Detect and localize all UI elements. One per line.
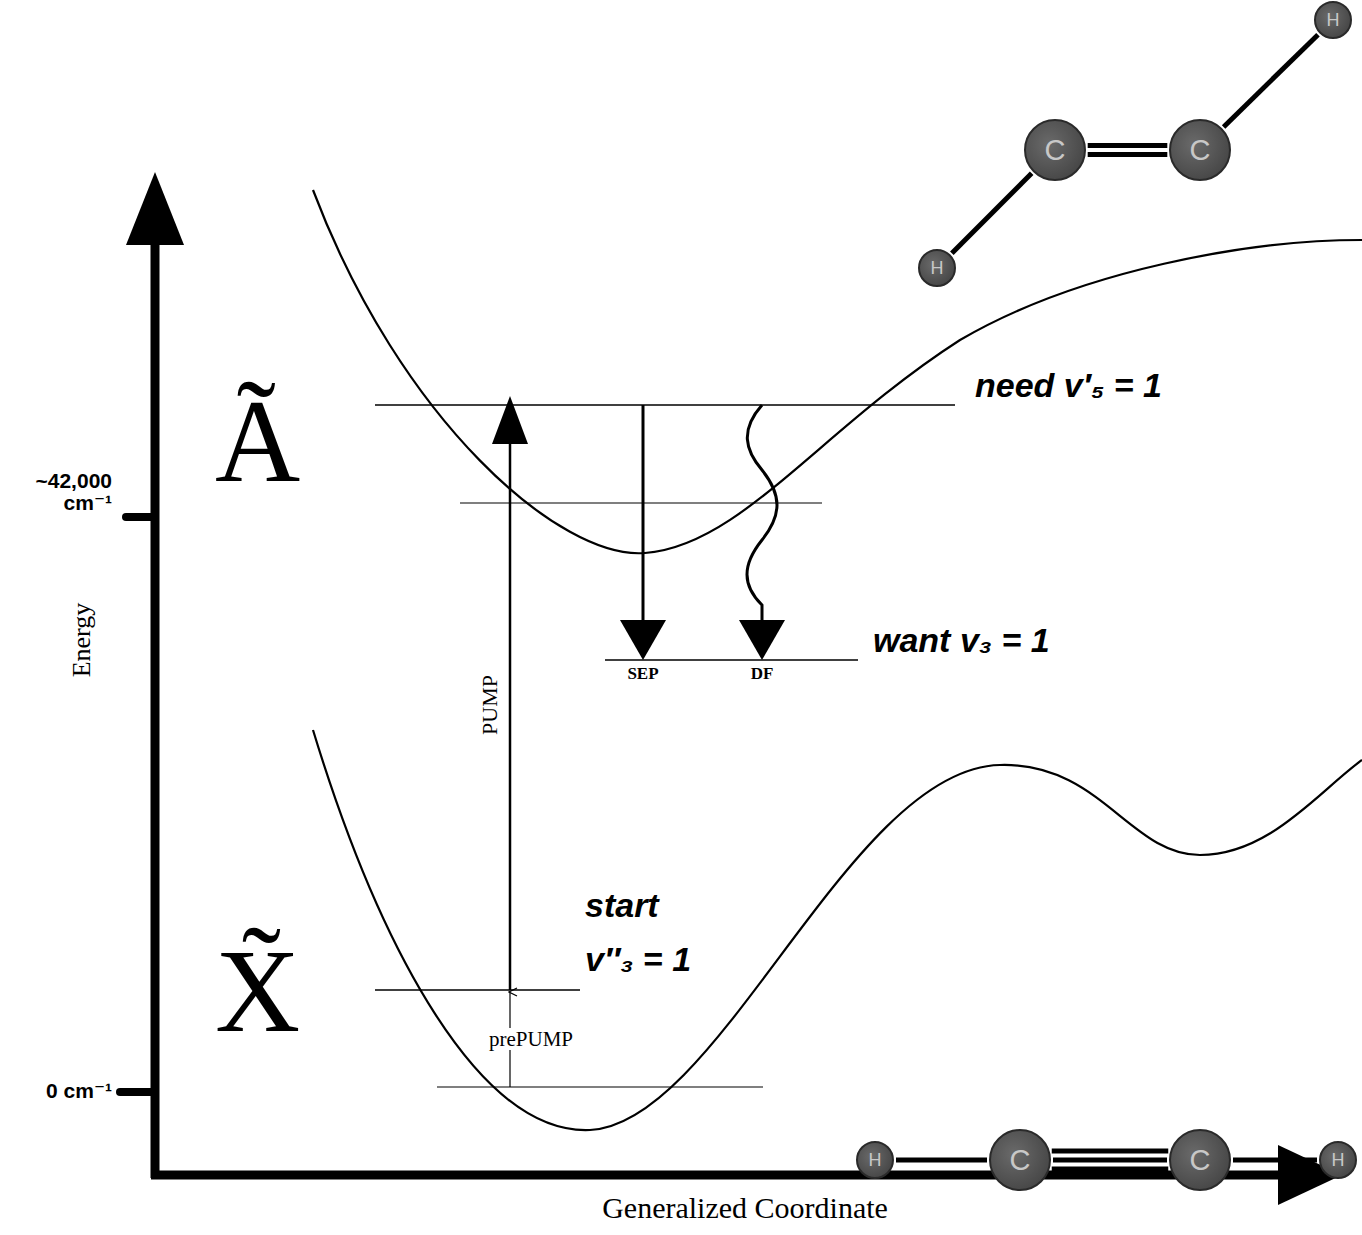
atom-symbol: H [1332, 1151, 1345, 1169]
atom-circle: C [989, 1129, 1051, 1191]
chemical-bond [896, 1160, 987, 1161]
level-line [375, 404, 955, 406]
ground-state-curve [313, 730, 1362, 1130]
level-note: want v₃ = 1 [873, 623, 1050, 659]
atom-circle: C [1169, 1129, 1231, 1191]
energy-tick-label: 0 cm⁻¹ [20, 1080, 112, 1102]
level-line [437, 1086, 763, 1087]
chemical-bond [1233, 1160, 1317, 1161]
level-note: v″₃ = 1 [585, 942, 691, 978]
state-label: Ã [215, 380, 300, 504]
bond-line [1052, 1167, 1169, 1172]
atom-circle: H [1319, 1141, 1357, 1179]
level-line [375, 989, 580, 991]
sep-arrow-head [620, 620, 666, 660]
atom-circle: H [918, 249, 956, 287]
pump-arrow-head [492, 396, 528, 444]
x-axis [151, 1171, 1285, 1180]
axis-title: Generalized Coordinate [602, 1192, 888, 1224]
atom-symbol: H [869, 1151, 882, 1169]
axis-title: Energy [68, 603, 95, 678]
bond-line [1088, 143, 1168, 148]
pump-arrow [509, 440, 512, 990]
bond-line [1088, 152, 1168, 157]
level-line [460, 502, 822, 503]
bond-line [1233, 1158, 1317, 1163]
chemical-bond [1224, 35, 1318, 127]
chemical-bond [1052, 1151, 1169, 1169]
bond-line [1224, 35, 1318, 127]
energy-tick-label: ~42,000 cm⁻¹ [8, 470, 112, 514]
arrow-label: DF [749, 665, 776, 683]
atom-circle: C [1169, 119, 1231, 181]
atom-circle: H [1314, 1, 1352, 39]
atom-circle: C [1024, 119, 1086, 181]
df-arrow-head [739, 620, 785, 660]
sep-arrow [642, 405, 645, 625]
level-note: start [585, 888, 659, 924]
y-axis-head [126, 172, 184, 245]
bond-line [1053, 1158, 1167, 1163]
atom-symbol: C [1190, 136, 1211, 165]
state-label: X̃ [215, 930, 300, 1054]
arrow-label: SEP [625, 665, 660, 683]
atom-symbol: H [1327, 11, 1340, 29]
df-wavy-arrow [747, 405, 777, 625]
arrow-label: prePUMP [487, 1028, 575, 1050]
atom-symbol: C [1045, 136, 1066, 165]
bond-line [1052, 1149, 1169, 1154]
atom-symbol: H [931, 259, 944, 277]
y-axis [151, 240, 160, 1178]
atom-symbol: C [1010, 1146, 1031, 1175]
bond-line [896, 1158, 987, 1163]
level-note: need v′₅ = 1 [975, 368, 1162, 404]
bond-line [952, 173, 1032, 253]
atom-symbol: C [1190, 1146, 1211, 1175]
chemical-bond [952, 173, 1032, 253]
excited-state-curve [313, 190, 1362, 553]
atom-circle: H [856, 1141, 894, 1179]
arrow-label: PUMP [478, 673, 501, 737]
chemical-bond [1088, 146, 1168, 155]
axis-tick [126, 513, 155, 521]
axis-tick [120, 1088, 155, 1096]
